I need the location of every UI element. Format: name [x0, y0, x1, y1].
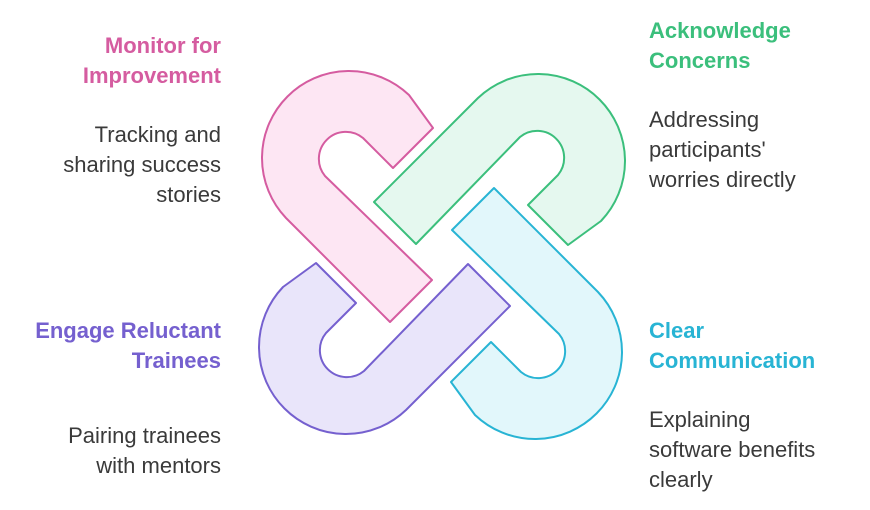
clear-communication-title: Clear Communication	[649, 318, 816, 373]
monitor-improvement-description: Tracking and sharing success stories	[63, 122, 221, 207]
pink-link-shape	[261, 70, 434, 323]
cyan-link-shape	[450, 187, 623, 440]
monitor-improvement-title: Monitor for Improvement	[82, 33, 221, 88]
clear-communication-description: Explaining software benefits clearly	[649, 407, 816, 492]
acknowledge-concerns-description: Addressing participants' worries directl…	[649, 107, 796, 192]
acknowledge-concerns-title: Acknowledge Concerns	[649, 18, 791, 73]
green-link-shape	[373, 73, 626, 246]
engage-reluctant-trainees-title: Engage Reluctant Trainees	[35, 318, 221, 373]
purple-link-shape	[258, 262, 511, 435]
engage-reluctant-trainees-description: Pairing trainees with mentors	[68, 423, 221, 478]
